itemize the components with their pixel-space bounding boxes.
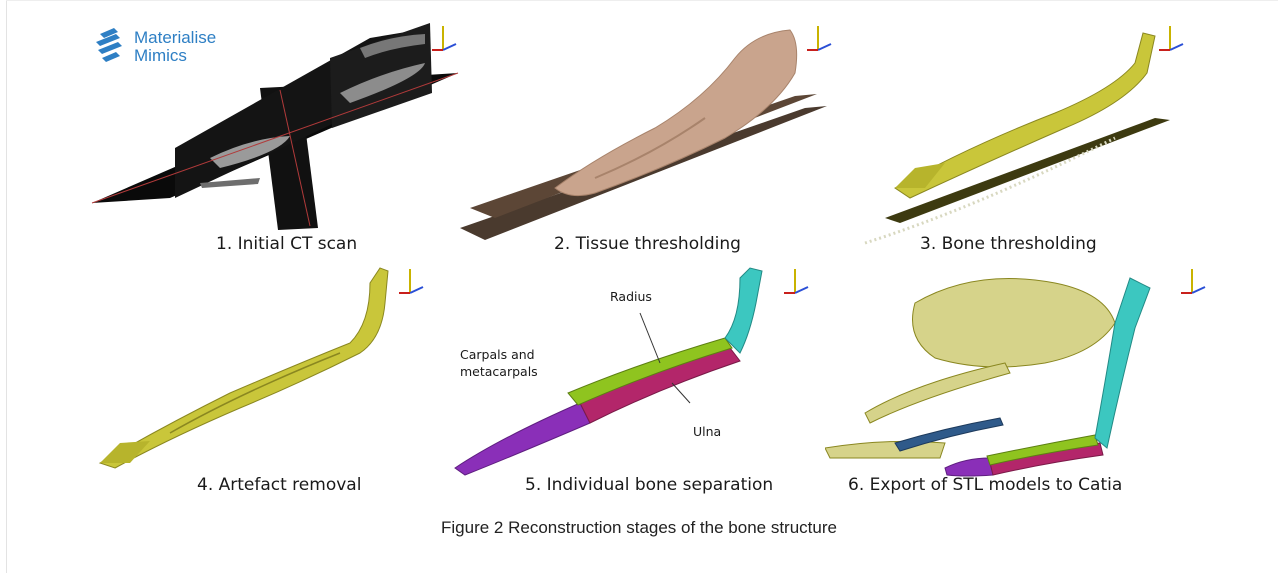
label-ulna: Ulna	[693, 423, 721, 440]
label-carpals: Carpals and metacarpals	[460, 346, 538, 380]
label-radius: Radius	[610, 288, 652, 305]
figure-caption: Figure 2 Reconstruction stages of the bo…	[0, 518, 1278, 538]
caption-stage-1: 1. Initial CT scan	[216, 234, 357, 254]
orientation-axes-icon	[1155, 20, 1185, 56]
label-carpals-line-2: metacarpals	[460, 363, 538, 380]
page-border-top	[6, 0, 1278, 1]
panel-tissue-thresholding: 2. Tissue thresholding	[455, 18, 835, 258]
figure: Materialise Mimics 1. Initial CT scan	[80, 18, 1210, 508]
panel-artefact-removal: 4. Artefact removal	[80, 263, 460, 508]
panel-stl-export: 6. Export of STL models to Catia	[825, 263, 1210, 508]
caption-stage-6: 6. Export of STL models to Catia	[848, 475, 1122, 495]
stl-export-image	[825, 263, 1210, 478]
label-carpals-line-1: Carpals and	[460, 346, 538, 363]
orientation-axes-icon	[395, 263, 425, 299]
tissue-image	[455, 18, 835, 248]
orientation-axes-icon	[1177, 263, 1207, 299]
caption-stage-5: 5. Individual bone separation	[525, 475, 773, 495]
orientation-axes-icon	[780, 263, 810, 299]
panel-bone-thresholding: 3. Bone thresholding	[825, 18, 1210, 258]
panel-ct-scan: Materialise Mimics 1. Initial CT scan	[80, 18, 460, 258]
bone-threshold-image	[825, 18, 1210, 248]
caption-stage-3: 3. Bone thresholding	[920, 234, 1097, 254]
panel-bone-separation: Radius Carpals and metacarpals Ulna 5. I…	[450, 263, 830, 508]
ct-scan-image	[80, 18, 460, 233]
orientation-axes-icon	[428, 20, 458, 56]
caption-stage-2: 2. Tissue thresholding	[554, 234, 741, 254]
page-border-left	[6, 0, 7, 573]
caption-stage-4: 4. Artefact removal	[197, 475, 361, 495]
